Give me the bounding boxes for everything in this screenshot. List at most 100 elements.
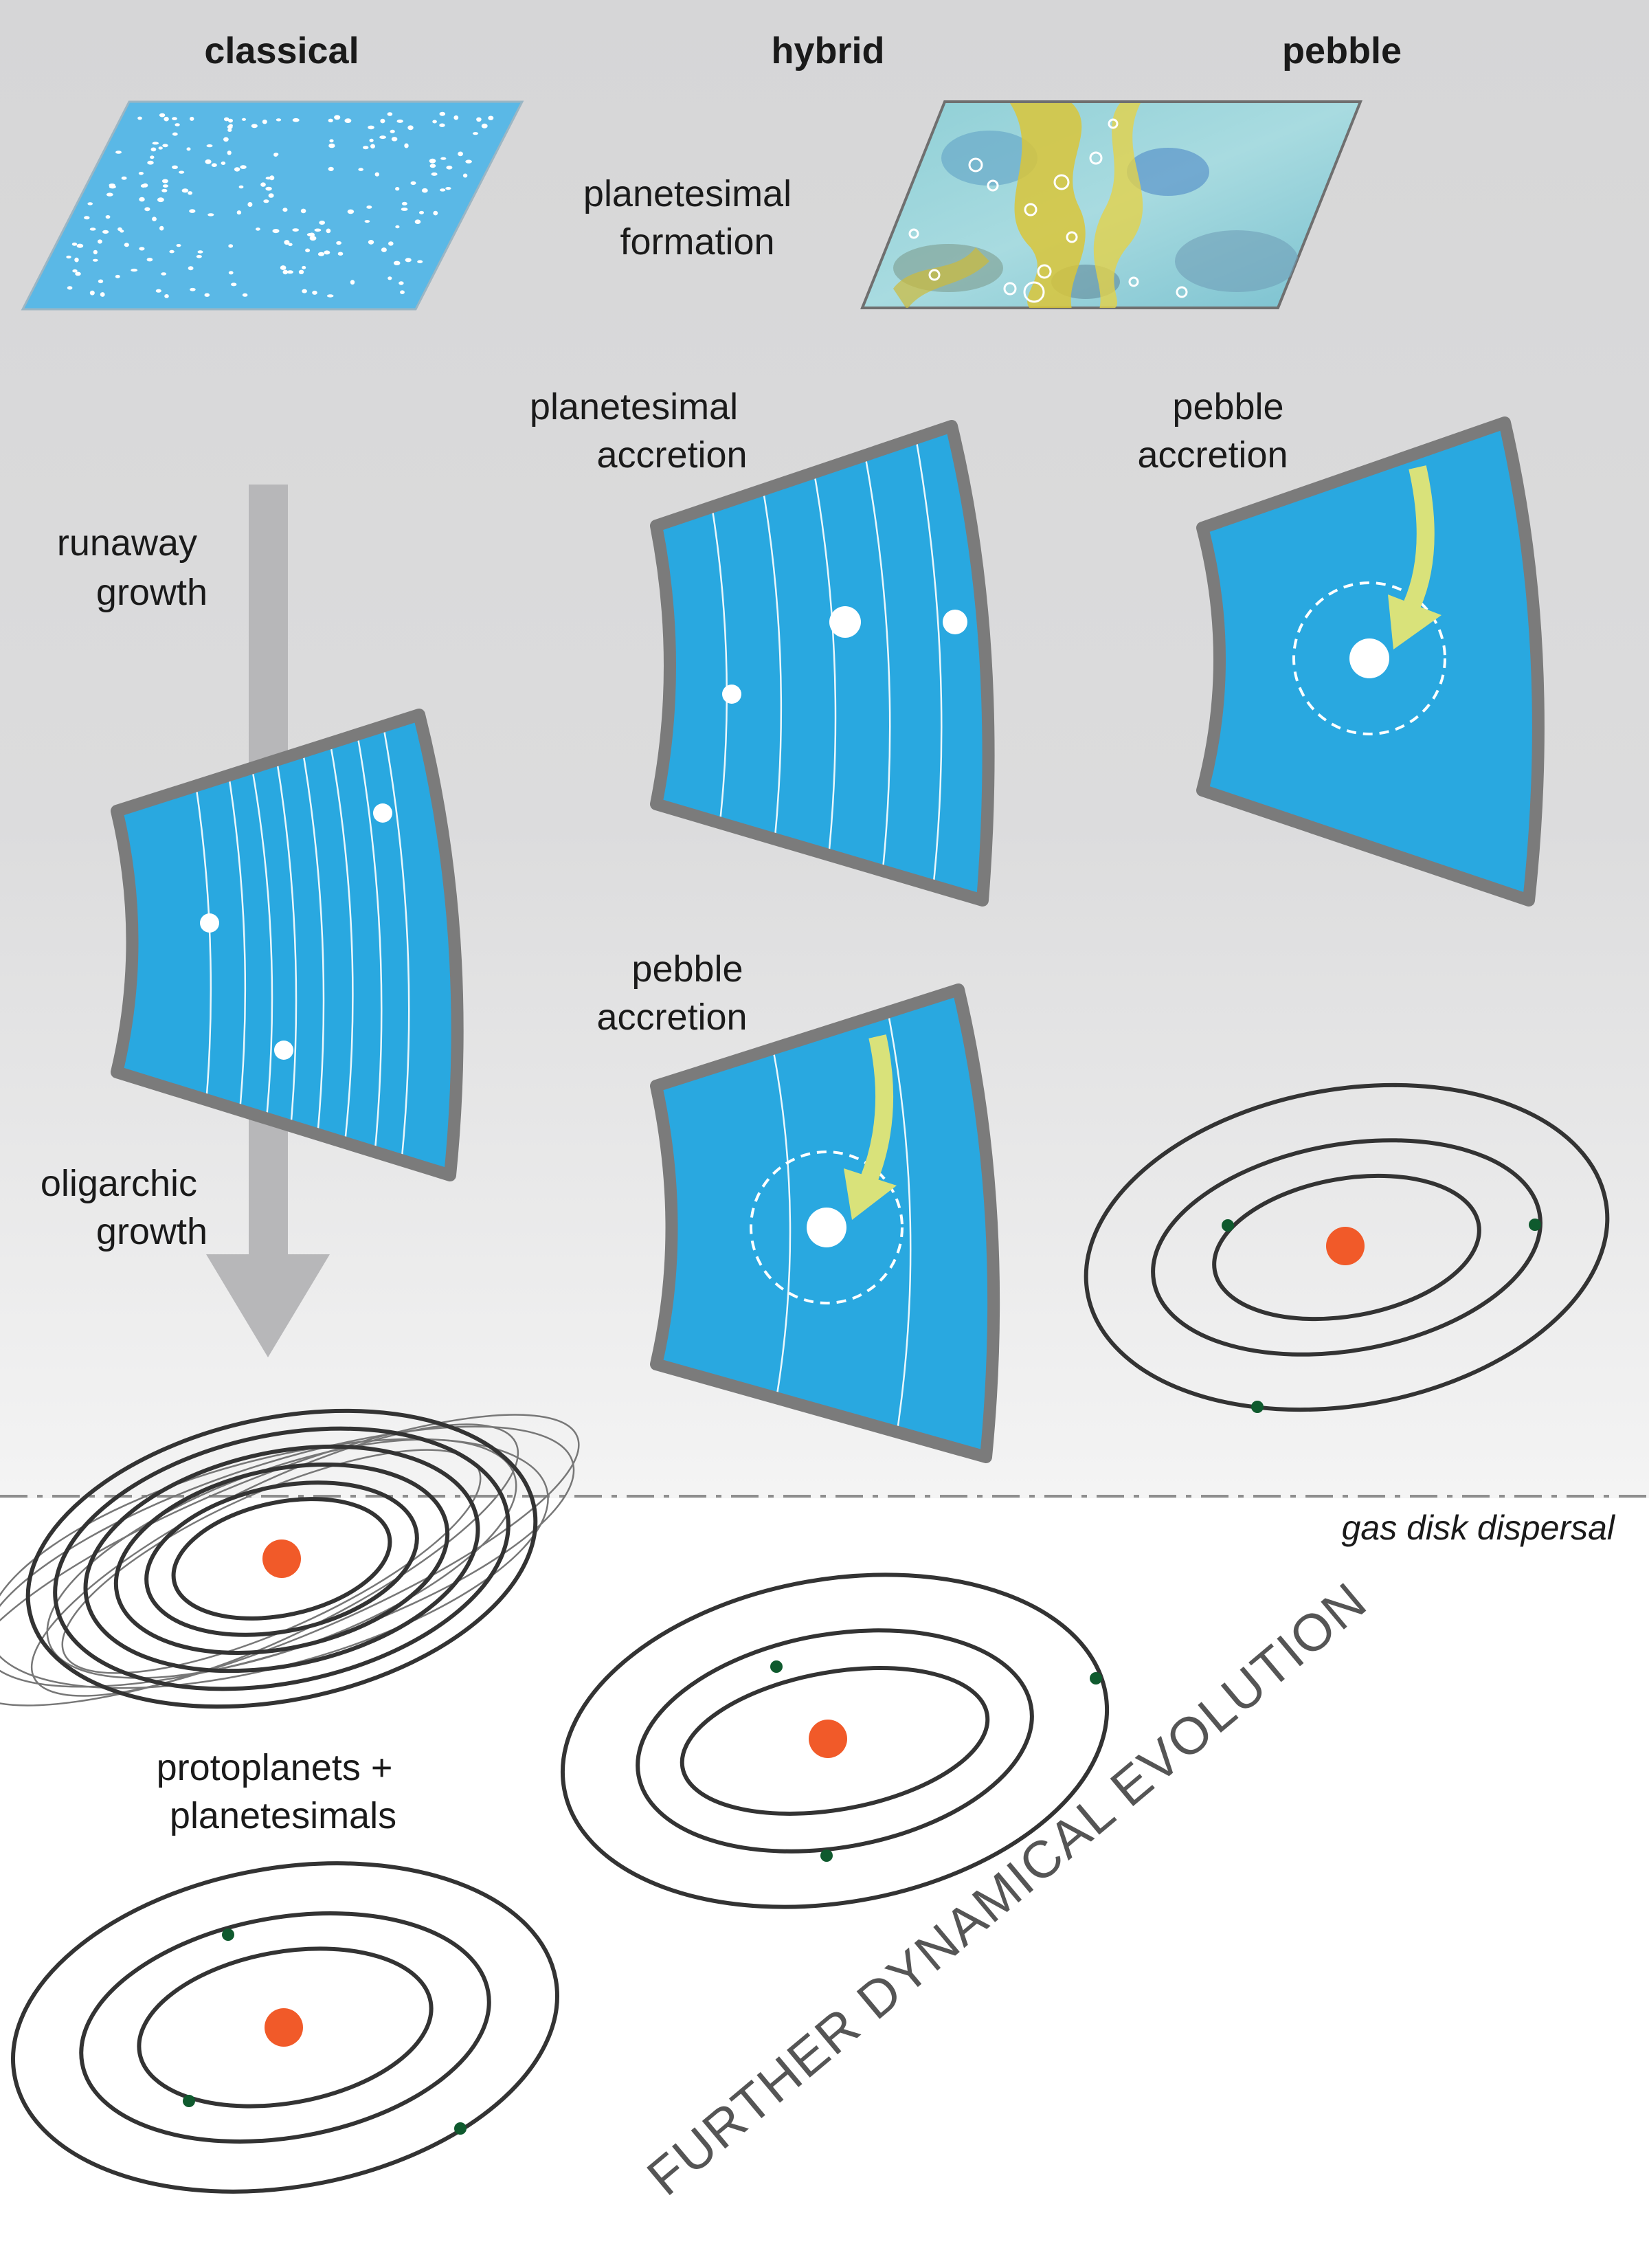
planetesimal-dot bbox=[121, 176, 127, 180]
planetesimal-dot bbox=[109, 184, 115, 187]
planetesimal-dot bbox=[164, 116, 169, 122]
planet bbox=[820, 1849, 833, 1862]
planetesimal-dot bbox=[388, 276, 392, 280]
planetesimal-dot bbox=[344, 118, 352, 124]
planetesimal-dot bbox=[328, 166, 334, 171]
accretion-radius bbox=[750, 1150, 904, 1304]
planetesimal-dot bbox=[142, 183, 148, 188]
planetesimal-dot bbox=[251, 124, 258, 129]
planetesimal-dot bbox=[374, 172, 379, 177]
planetesimal-dot bbox=[282, 208, 288, 212]
planetesimal-dot bbox=[190, 287, 196, 291]
planetesimal-dot bbox=[309, 236, 317, 241]
planetesimal-dot bbox=[227, 124, 233, 129]
planetesimal-dot bbox=[298, 269, 304, 274]
planetesimal-dot bbox=[366, 205, 372, 209]
planetesimal-dot bbox=[363, 146, 369, 150]
planetesimal-dot bbox=[169, 249, 175, 254]
pebble-drift-arrowhead bbox=[844, 1168, 897, 1220]
planetesimal-dot bbox=[328, 143, 335, 148]
planetesimal-dot bbox=[268, 193, 274, 198]
planetesimal-dot bbox=[414, 219, 421, 225]
planetesimal-dot bbox=[419, 210, 424, 214]
planetesimal-dot bbox=[228, 118, 233, 123]
planetesimal-dot bbox=[317, 252, 325, 256]
header-hybrid: hybrid bbox=[771, 30, 884, 71]
planetesimal-dot bbox=[282, 269, 289, 275]
planetesimal-dot bbox=[368, 125, 374, 130]
planetesimal-dot bbox=[410, 181, 416, 186]
planetesimal-dot bbox=[458, 151, 463, 157]
planetesimal-dot bbox=[189, 209, 196, 213]
planet bbox=[183, 2095, 195, 2107]
planetesimal-dot bbox=[66, 255, 71, 259]
planetesimal-dot bbox=[432, 120, 437, 124]
planet bbox=[770, 1660, 783, 1673]
planetesimal-dot bbox=[300, 208, 306, 214]
planetesimal-dot bbox=[211, 163, 217, 167]
planetesimal bbox=[373, 803, 392, 823]
planetesimal-dot bbox=[162, 144, 168, 148]
planetesimal-dot bbox=[287, 270, 293, 274]
planetesimal-dot bbox=[221, 162, 226, 165]
planetesimal-dot bbox=[100, 292, 105, 297]
planetesimal-dot bbox=[399, 281, 404, 285]
protoplanet bbox=[807, 1208, 846, 1247]
planetesimal-dot bbox=[186, 147, 191, 151]
accretion-radius bbox=[1292, 581, 1446, 735]
header-classical: classical bbox=[204, 30, 359, 71]
star bbox=[262, 1539, 301, 1578]
planetesimal-dot bbox=[227, 129, 232, 132]
planetesimal-dot bbox=[188, 266, 194, 271]
planetesimal-dot bbox=[334, 115, 341, 120]
planetesimal-dot bbox=[137, 116, 142, 120]
planet bbox=[1529, 1219, 1541, 1231]
planetesimal-dot bbox=[417, 260, 423, 264]
star bbox=[809, 1720, 847, 1758]
planetesimal-dot bbox=[387, 112, 393, 116]
planetesimal-dot bbox=[288, 243, 293, 247]
hybrid-planetesimal-accretion-patch bbox=[650, 420, 995, 907]
planetesimal-dot bbox=[190, 116, 194, 121]
planetesimal-dot bbox=[328, 118, 333, 122]
planetesimal-dot bbox=[223, 137, 229, 142]
planetesimal-dot bbox=[314, 228, 322, 232]
planetesimal-dot bbox=[196, 255, 202, 258]
planetesimal-dot bbox=[401, 201, 407, 205]
planetesimal-dot bbox=[152, 216, 157, 222]
planetesimal-dot bbox=[131, 268, 138, 272]
planetesimal-dot bbox=[263, 199, 269, 203]
label-planetesimal-formation: planetesimal formation bbox=[583, 173, 802, 263]
planetesimal-dot bbox=[159, 113, 166, 118]
planetesimal-dot bbox=[292, 228, 300, 232]
pebble-turbulence-disk bbox=[860, 100, 1362, 309]
planetesimal-dot bbox=[326, 294, 334, 298]
planetesimal-dot bbox=[429, 164, 436, 168]
planetesimal-dot bbox=[433, 210, 438, 216]
planetesimal-dot bbox=[150, 147, 157, 152]
planetesimal-dot bbox=[336, 241, 341, 245]
pebble-final-system bbox=[1084, 1082, 1610, 1413]
planetesimal-dot bbox=[146, 258, 153, 262]
planetesimal-dot bbox=[429, 158, 436, 164]
planetesimal-dot bbox=[395, 187, 400, 191]
planetesimal-dot bbox=[395, 225, 400, 229]
planetesimal-dot bbox=[481, 123, 488, 129]
planetesimal-dot bbox=[265, 186, 272, 191]
planetesimal-dot bbox=[172, 132, 178, 136]
planetesimal-dot bbox=[164, 294, 169, 298]
hybrid-final-system bbox=[560, 1572, 1110, 1909]
planetesimal-dot bbox=[89, 227, 96, 231]
planet bbox=[1251, 1401, 1264, 1413]
planetesimal-dot bbox=[381, 247, 387, 252]
planetesimal-dot bbox=[472, 132, 479, 135]
planetesimal-dot bbox=[439, 123, 445, 127]
planetesimal-dot bbox=[236, 210, 242, 215]
planetesimal-dot bbox=[234, 167, 240, 172]
planetesimal-dot bbox=[241, 118, 247, 121]
planetesimal-dot bbox=[161, 188, 168, 192]
planetesimal-dot bbox=[358, 168, 363, 171]
label-pebble-accretion-top: pebble accretion bbox=[1137, 386, 1294, 476]
planetesimal-dot bbox=[204, 293, 210, 297]
